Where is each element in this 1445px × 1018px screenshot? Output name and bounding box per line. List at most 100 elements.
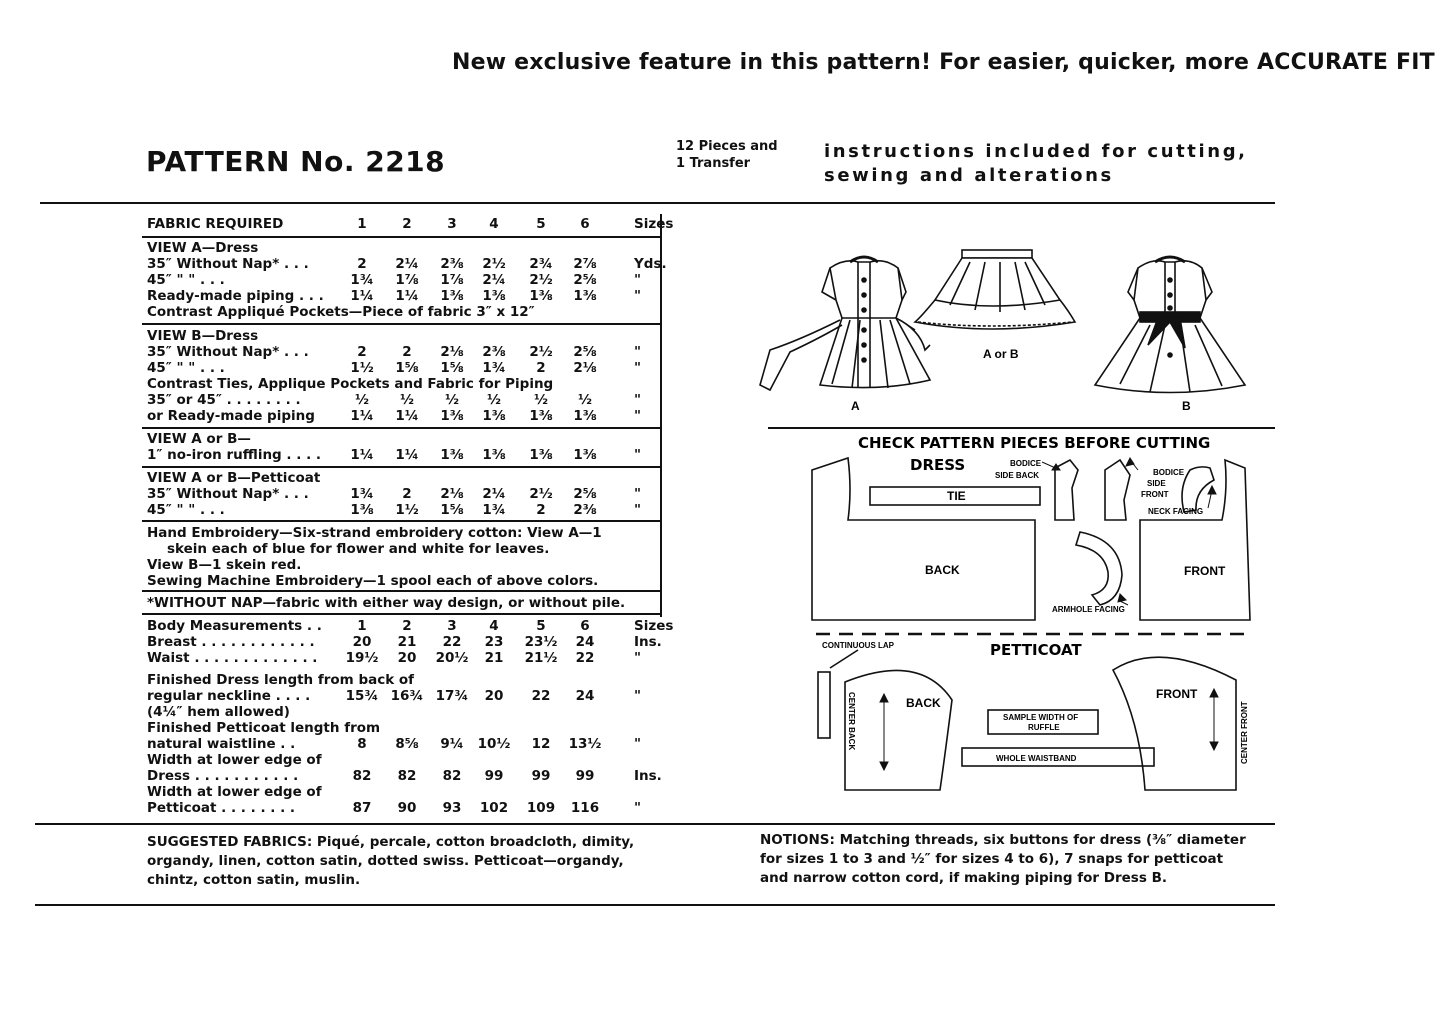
table-cell: 102 (479, 800, 509, 816)
notions-line-3: and narrow cotton cord, if making piping… (760, 870, 1167, 886)
table-cell: 2¾ (529, 256, 553, 272)
size-column-header: 4 (489, 618, 499, 634)
bodice-side-back-label-2: SIDE BACK (995, 471, 1039, 480)
section-rule (142, 236, 660, 238)
table-cell: 23½ (524, 634, 558, 650)
table-cell: 21 (484, 650, 504, 666)
table-cell: 2½ (529, 272, 553, 288)
suggested-line-3: chintz, cotton satin, muslin. (147, 872, 361, 888)
pieces-count: 12 Pieces and 1 Transfer (676, 138, 778, 172)
section-rule (142, 520, 660, 522)
row-label: VIEW A or B— (147, 431, 251, 447)
notions-line-1: NOTIONS: Matching threads, six buttons f… (760, 832, 1246, 848)
bodice-side-back-piece (1054, 458, 1079, 521)
embroidery-line-1: Hand Embroidery—Six-strand embroidery co… (147, 525, 602, 541)
row-label: regular neckline . . . . (147, 688, 311, 704)
bodice-side-back-label-1: BODICE (1010, 459, 1042, 468)
table-cell: 2 (536, 502, 546, 518)
pieces-line-2: 1 Transfer (676, 156, 751, 171)
row-label: 35″ or 45″ . . . . . . . . (147, 392, 301, 408)
table-cell: ½ (355, 392, 369, 408)
size-column-header: 2 (402, 216, 412, 232)
table-cell: 1¼ (350, 447, 374, 463)
table-cell: 1⅜ (482, 447, 506, 463)
table-cell: 2⅝ (573, 272, 597, 288)
suggested-line-1: SUGGESTED FABRICS: Piqué, percale, cotto… (147, 834, 635, 850)
row-label: Finished Petticoat length from (147, 720, 381, 736)
table-cell: 1⅜ (529, 408, 553, 424)
table-cell: 8⅝ (395, 736, 419, 752)
pattern-pieces-title: CHECK PATTERN PIECES BEFORE CUTTING (858, 434, 1210, 452)
table-cell: 15¾ (345, 688, 379, 704)
table-cell: 99 (531, 768, 551, 784)
bodice-side-front-label-1: BODICE (1153, 468, 1185, 477)
table-cell: ½ (445, 392, 459, 408)
embroidery-note: Hand Embroidery—Six-strand embroidery co… (147, 525, 602, 589)
feature-headline: New exclusive feature in this pattern! F… (452, 50, 1435, 75)
sample-width-label-2: RUFFLE (1028, 723, 1060, 732)
row-label: Finished Dress length from back of (147, 672, 415, 688)
top-rule (40, 202, 1275, 204)
unit-label: " (634, 688, 642, 704)
size-column-header: 6 (580, 618, 590, 634)
unit-label: " (634, 447, 642, 463)
table-cell: 99 (575, 768, 595, 784)
unit-label: " (634, 288, 642, 304)
row-label: (4¼″ hem allowed) (147, 704, 290, 720)
dress-label: DRESS (910, 456, 965, 474)
back-piece (811, 456, 1036, 621)
bodice-side-front-label-2: SIDE (1147, 479, 1166, 488)
row-label: Width at lower edge of (147, 752, 322, 768)
row-label: VIEW A or B—Petticoat (147, 470, 321, 486)
table-cell: 2⅛ (440, 344, 464, 360)
sizes-header: Sizes (634, 216, 674, 232)
size-column-header: 6 (580, 216, 590, 232)
table-cell: 2½ (482, 256, 506, 272)
table-cell: 1¾ (350, 272, 374, 288)
table-cell: ½ (400, 392, 414, 408)
nap-note: *WITHOUT NAP—fabric with either way desi… (147, 595, 626, 611)
row-label: Contrast Ties, Applique Pockets and Fabr… (147, 376, 554, 392)
table-cell: 2 (357, 256, 367, 272)
table-cell: 1¾ (482, 360, 506, 376)
table-cell: 1⅝ (440, 502, 464, 518)
table-cell: 20 (484, 688, 504, 704)
row-label: 35″ Without Nap* . . . (147, 344, 309, 360)
table-cell: 2⅜ (573, 502, 597, 518)
tie-label: TIE (947, 489, 966, 503)
petticoat-back-piece (844, 669, 953, 791)
unit-label: Ins. (634, 768, 662, 784)
pieces-line-1: 12 Pieces and (676, 139, 778, 154)
notions: NOTIONS: Matching threads, six buttons f… (760, 831, 1246, 888)
center-front-label: CENTER FRONT (1240, 701, 1249, 764)
waistband-label: WHOLE WAISTBAND (996, 754, 1077, 763)
table-cell: 82 (442, 768, 462, 784)
armhole-facing-label: ARMHOLE FACING (1052, 605, 1125, 614)
section-rule (142, 427, 660, 429)
table-cell: 2⅞ (573, 256, 597, 272)
view-a-label: A (851, 399, 860, 413)
size-column-header: 3 (447, 618, 457, 634)
table-cell: 1¼ (350, 408, 374, 424)
table-cell: 1⅜ (350, 502, 374, 518)
view-b-label: B (1182, 399, 1191, 413)
unit-label: Ins. (634, 634, 662, 650)
dress-view-b-illustration (1093, 255, 1247, 394)
front-label: FRONT (1184, 564, 1226, 578)
table-cell: 21 (397, 634, 417, 650)
table-cell: 1¼ (395, 288, 419, 304)
unit-label: Yds. (634, 256, 667, 272)
table-cell: 1¼ (395, 447, 419, 463)
section-rule (142, 323, 660, 325)
table-cell: 21½ (524, 650, 558, 666)
table-cell: 93 (442, 800, 462, 816)
table-cell: 1⅜ (440, 408, 464, 424)
table-cell: 2½ (529, 486, 553, 502)
row-label: Breast . . . . . . . . . . . . (147, 634, 315, 650)
size-column-header: 4 (489, 216, 499, 232)
unit-label: " (634, 800, 642, 816)
pattern-number: PATTERN No. 2218 (146, 145, 446, 178)
table-cell: 10½ (477, 736, 511, 752)
bottom-rule-top (35, 823, 1275, 825)
table-cell: 2⅝ (573, 486, 597, 502)
